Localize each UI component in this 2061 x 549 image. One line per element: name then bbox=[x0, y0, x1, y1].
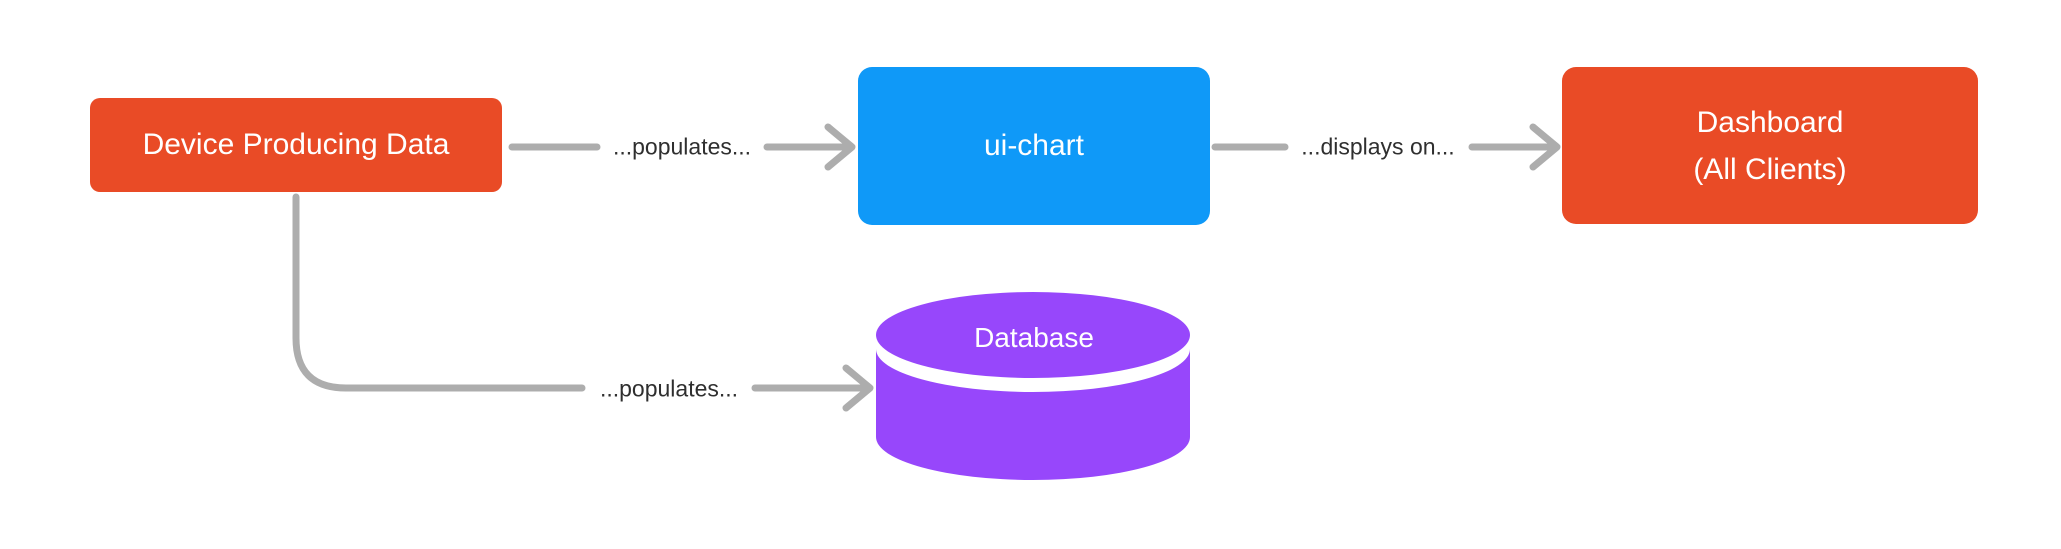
edge-label-populates-2: ...populates... bbox=[599, 375, 739, 402]
node-dashboard: Dashboard (All Clients) bbox=[1562, 67, 1978, 224]
node-device-producing-data: Device Producing Data bbox=[90, 98, 502, 192]
edge-device-to-database-arrow bbox=[292, 193, 874, 412]
node-dashboard-label-line2: (All Clients) bbox=[1693, 152, 1847, 186]
database-cylinder-top bbox=[876, 292, 1190, 378]
node-ui-chart-label: ui-chart bbox=[983, 129, 1085, 162]
edge-device-to-uichart-arrow bbox=[508, 123, 856, 171]
node-device-label: Device Producing Data bbox=[142, 128, 450, 161]
node-database-label: Database bbox=[974, 322, 1094, 353]
node-ui-chart: ui-chart bbox=[858, 67, 1210, 225]
edge-uichart-to-dashboard-arrow bbox=[1211, 123, 1561, 171]
edge-label-displays-on: ...displays on... bbox=[1301, 133, 1455, 160]
database-cylinder-body bbox=[876, 349, 1190, 480]
edge-label-populates-1: ...populates... bbox=[612, 133, 752, 160]
connector-group bbox=[292, 123, 1561, 412]
node-dashboard-label-line1: Dashboard bbox=[1696, 105, 1844, 139]
node-database: Database bbox=[874, 290, 1194, 484]
database-cylinder-icon bbox=[876, 292, 1190, 480]
